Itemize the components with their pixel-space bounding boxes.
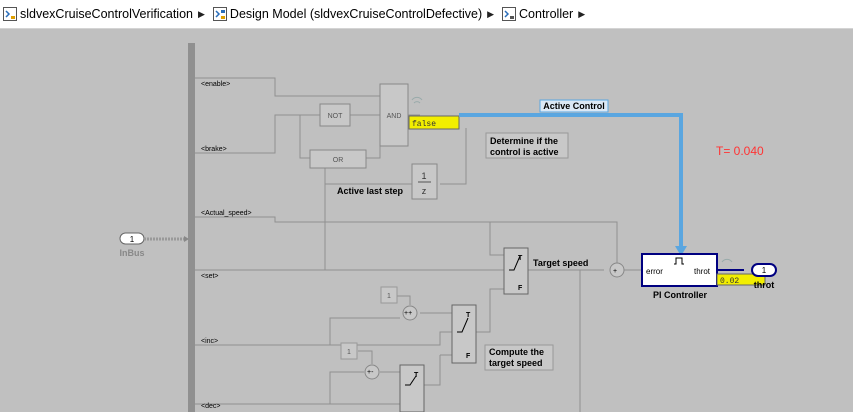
pi-throt-port: throt: [694, 267, 711, 276]
switch-false-label: F: [518, 285, 523, 292]
or-block[interactable]: OR: [309, 149, 367, 169]
signal-logging-icon: [411, 96, 423, 101]
signal-label-dec: <dec>: [201, 403, 220, 410]
outport-label: throt: [754, 280, 775, 290]
subsystem-icon: [502, 7, 517, 21]
model-canvas[interactable]: 1 InBus: [0, 29, 853, 412]
pulse-icon: [674, 257, 684, 265]
value-display-text: false: [412, 120, 436, 129]
switch-false-label: F: [466, 353, 471, 360]
breadcrumb-separator-icon: ▶: [487, 8, 495, 19]
and-block-label: AND: [387, 113, 402, 120]
outport-throt[interactable]: 1 throt: [751, 263, 777, 290]
sum-block-inc[interactable]: ++: [402, 305, 418, 321]
simulation-time-display: T= 0.040: [716, 144, 764, 158]
breadcrumb-item-top-model[interactable]: sldvexCruiseControlVerification: [0, 7, 193, 21]
sum-block-error[interactable]: +: [609, 262, 625, 278]
annotation-compute-target: Compute the target speed: [484, 344, 554, 371]
breadcrumb-item-controller[interactable]: Controller: [499, 7, 573, 21]
switch-true-label: T: [414, 372, 419, 379]
signal-label-actual-speed: <Actual_speed>: [201, 210, 252, 217]
annotation-determine-active: Determine if the control is active: [485, 132, 569, 159]
delay-label: Active last step: [337, 186, 404, 196]
signal-label-enable: <enable>: [201, 81, 230, 88]
arrowhead-icon: [675, 246, 687, 256]
not-block-label: NOT: [328, 113, 344, 120]
signal-logging-icon: [721, 258, 733, 263]
active-control-label[interactable]: Active Control: [539, 99, 609, 113]
svg-text:+-: +-: [367, 369, 374, 376]
active-control-text: Active Control: [543, 101, 605, 111]
pi-controller-block[interactable]: error throt: [641, 253, 718, 287]
delay-denominator: z: [422, 186, 427, 196]
or-block-label: OR: [333, 157, 344, 164]
switch-true-label: T: [518, 255, 523, 262]
not-block[interactable]: NOT: [319, 103, 351, 127]
breadcrumb-label: Design Model (sldvexCruiseControlDefecti…: [229, 7, 483, 21]
svg-text:1: 1: [387, 293, 391, 300]
switch-icon: [509, 255, 521, 271]
breadcrumb: sldvexCruiseControlVerification ▶ Design…: [0, 0, 853, 29]
svg-text:++: ++: [404, 310, 412, 317]
simulink-model-icon: [3, 7, 17, 21]
svg-text:target speed: target speed: [489, 358, 543, 368]
pi-controller-label: PI Controller: [653, 290, 708, 300]
and-block[interactable]: AND: [379, 83, 409, 147]
pi-error-port: error: [646, 267, 663, 276]
svg-text:Compute the: Compute the: [489, 347, 544, 357]
breadcrumb-item-design-model[interactable]: Design Model (sldvexCruiseControlDefecti…: [210, 7, 482, 21]
svg-text:1: 1: [347, 349, 351, 356]
sum-block-dec[interactable]: +-: [364, 364, 380, 380]
inport-number: 1: [130, 235, 135, 244]
constant-inc[interactable]: 1: [380, 286, 398, 304]
signal-label-inc: <inc>: [201, 338, 218, 345]
target-speed-label: Target speed: [533, 258, 588, 268]
delay-numerator: 1: [421, 171, 426, 181]
unit-delay-block[interactable]: 1 z: [411, 163, 438, 200]
breadcrumb-label: Controller: [519, 7, 574, 21]
value-display-pi[interactable]: 0.02: [716, 258, 766, 286]
sum-sign: +: [613, 268, 617, 275]
signal-label-set: <set>: [201, 273, 219, 280]
inport-label: InBus: [119, 248, 144, 258]
value-display-and[interactable]: false: [408, 96, 460, 130]
target-speed-switch[interactable]: T F: [503, 247, 529, 295]
svg-text:Determine if the: Determine if the: [490, 136, 558, 146]
inc-switch[interactable]: T F: [451, 304, 477, 364]
active-control-signal[interactable]: [459, 113, 683, 248]
arrowhead-icon: [184, 236, 189, 242]
outport-number: 1: [762, 266, 767, 275]
breadcrumb-separator-icon: ▶: [578, 8, 586, 19]
switch-icon: [405, 375, 417, 386]
breadcrumb-separator-icon: ▶: [198, 8, 205, 19]
value-display-text: 0.02: [720, 277, 739, 286]
inport-inbus[interactable]: 1 InBus: [119, 232, 145, 258]
bus-selector-block[interactable]: [188, 43, 195, 412]
signal-lines: [195, 77, 744, 412]
constant-dec[interactable]: 1: [340, 342, 358, 360]
model-reference-icon: [212, 7, 227, 21]
dec-switch[interactable]: T: [399, 364, 425, 412]
signal-label-brake: <brake>: [201, 146, 227, 153]
breadcrumb-label: sldvexCruiseControlVerification: [20, 7, 193, 21]
switch-true-label: T: [466, 312, 471, 319]
switch-icon: [457, 317, 469, 333]
svg-text:control is active: control is active: [490, 147, 559, 157]
